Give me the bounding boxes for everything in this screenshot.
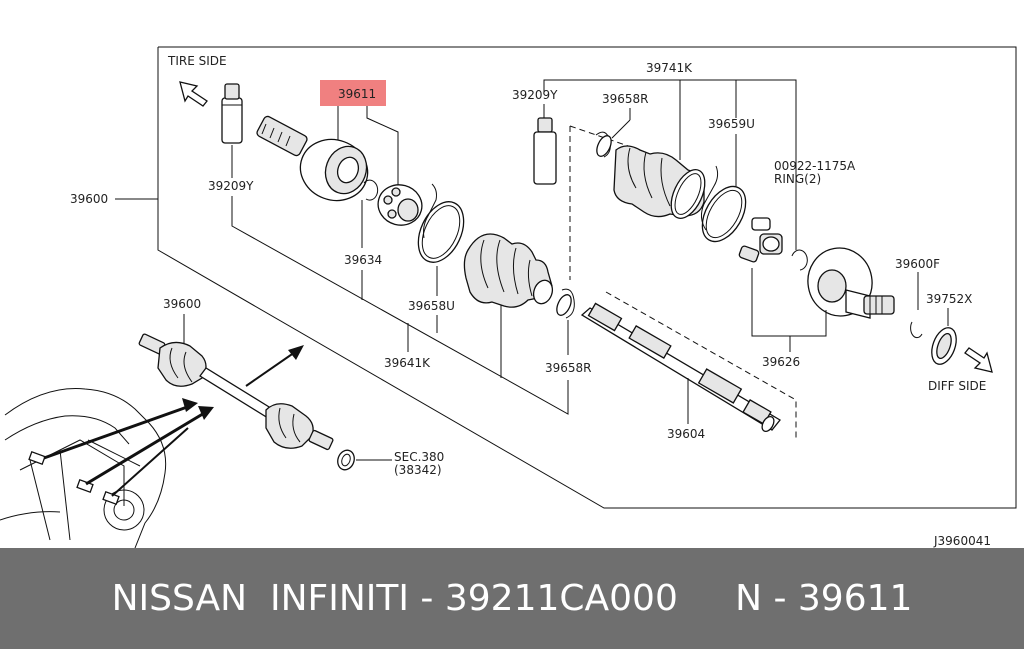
inner-cv-housing	[807, 247, 895, 319]
small-band-top	[595, 131, 612, 158]
tire-side-arrow-icon	[179, 81, 208, 107]
grease-tube-right	[533, 117, 557, 185]
diff-side-arrow-icon	[964, 347, 993, 373]
outer-cv-joint	[256, 115, 369, 202]
label-39600-small: 39600	[163, 297, 201, 311]
label-39641k: 39641K	[384, 356, 431, 370]
circlip-39600f	[910, 321, 923, 339]
boot-band-diff-side	[700, 165, 747, 243]
label-38342: (38342)	[394, 463, 442, 477]
boot-diff-side	[613, 145, 706, 219]
label-00922: 00922-1175A	[774, 159, 856, 173]
drive-shaft	[580, 302, 781, 433]
parts-diagram: TIRE SIDE DIFF SIDE 39600 39209Y 39611 3…	[0, 46, 1017, 548]
diff-side-label: DIFF SIDE	[928, 379, 986, 393]
small-band-bottom	[556, 288, 575, 319]
label-39659u: 39659U	[708, 117, 755, 131]
highlight-39611	[320, 80, 386, 106]
car-arrows-icon	[43, 398, 214, 497]
ball-cage	[377, 184, 423, 226]
label-39658u: 39658U	[408, 299, 455, 313]
grease-tube-left	[221, 83, 243, 144]
label-39600f: 39600F	[895, 257, 940, 271]
label-39600-main: 39600	[70, 192, 108, 206]
label-39658r-bottom: 39658R	[545, 361, 592, 375]
part-number-caption: NISSAN INFINITI - 39211CA000 N - 39611	[111, 578, 913, 619]
label-39611: 39611	[338, 87, 376, 101]
boot-tire-side	[463, 233, 554, 308]
axle-assembly-small	[138, 333, 334, 451]
label-39658r-top: 39658R	[602, 92, 649, 106]
label-39604: 39604	[667, 427, 705, 441]
label-39752x: 39752X	[926, 292, 972, 306]
ring-clip	[791, 249, 808, 271]
footer-bar: NISSAN INFINITI - 39211CA000 N - 39611	[0, 548, 1024, 649]
car-outline	[0, 388, 167, 548]
label-39741k: 39741K	[646, 61, 693, 75]
boot-band-tire-side	[417, 183, 465, 263]
tripod-joint	[738, 217, 783, 263]
label-39634: 39634	[344, 253, 382, 267]
oil-seal-39752x	[931, 327, 957, 365]
label-39209y-left: 39209Y	[208, 179, 254, 193]
figure-code: J3960041	[933, 534, 991, 548]
pointer-arrow-icon	[245, 345, 304, 387]
label-sec380: SEC.380	[394, 450, 444, 464]
assembly-frame	[157, 46, 1017, 509]
label-ring: RING(2)	[774, 172, 821, 186]
snap-ring-39634	[363, 179, 379, 201]
seal-sec380	[337, 449, 355, 471]
label-39626: 39626	[762, 355, 800, 369]
tire-side-label: TIRE SIDE	[167, 54, 227, 68]
label-39209y-right: 39209Y	[512, 88, 558, 102]
